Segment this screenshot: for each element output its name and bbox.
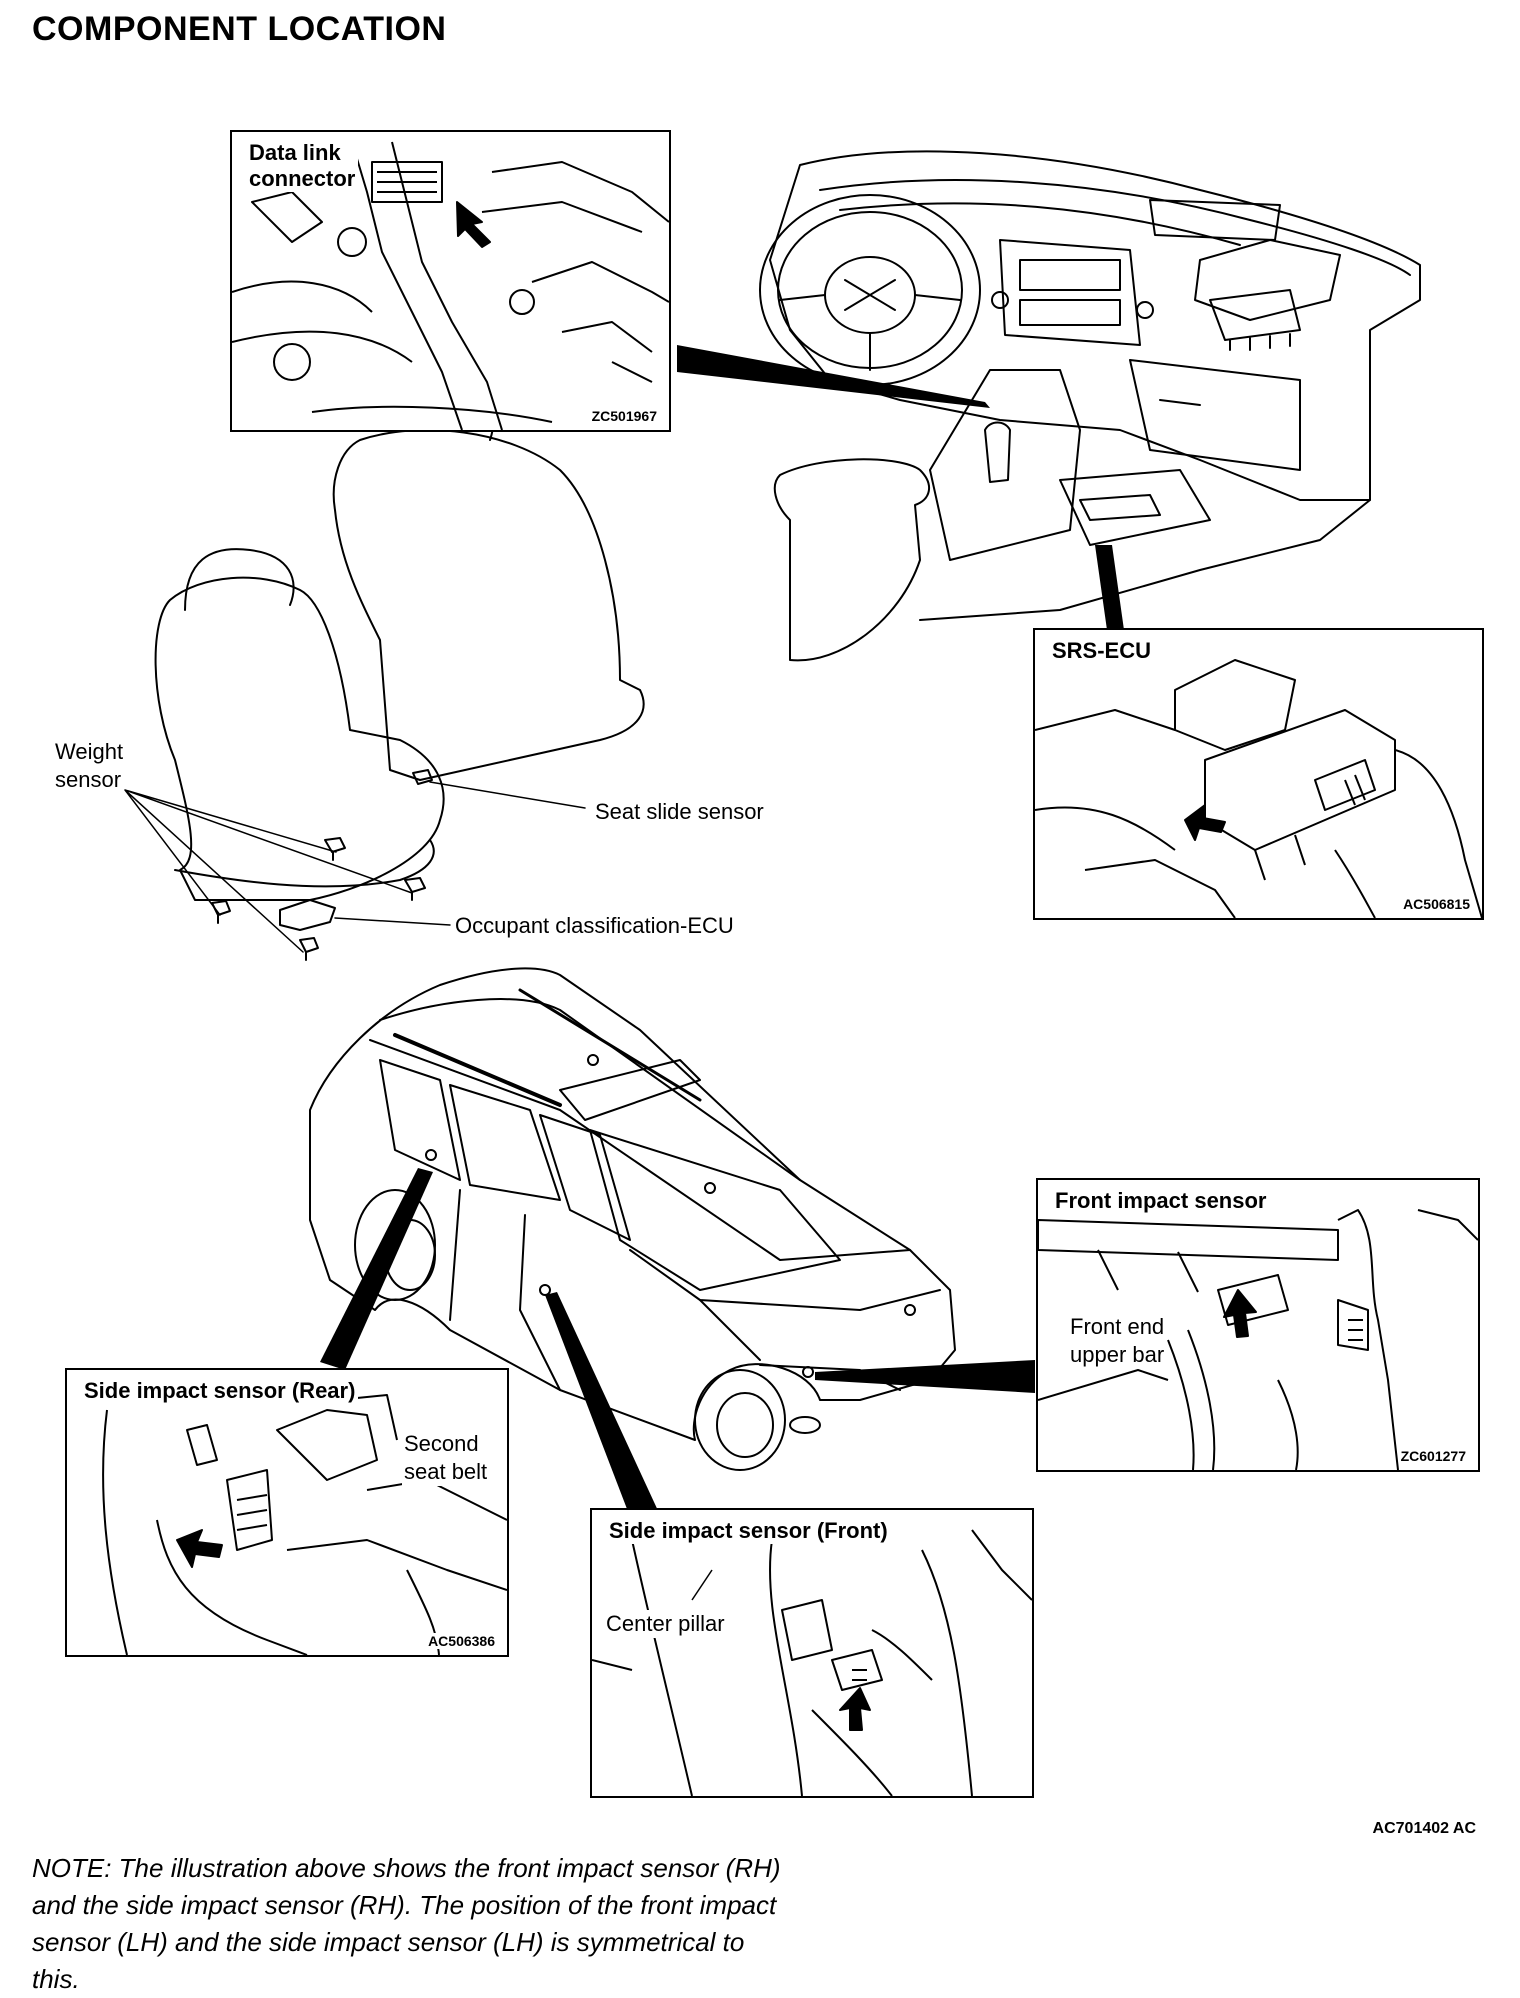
side-impact-sensor-front-detail: [592, 1529, 1032, 1796]
front-impact-sensor-code: ZC601277: [1398, 1448, 1468, 1464]
srs-ecu-detail: [1035, 659, 1482, 918]
srs-ecu-title: SRS-ECU: [1049, 638, 1155, 664]
note-text: NOTE: The illustration above shows the f…: [32, 1853, 781, 1994]
side-impact-sensor-rear-code: AC506386: [426, 1633, 497, 1649]
data-link-connector-detail: [232, 141, 669, 430]
front-impact-sensor-inset: Front impact sensor Front end upper bar …: [1036, 1178, 1480, 1472]
dashboard-illustration: [759, 150, 1421, 662]
srs-ecu-code: AC506815: [1401, 896, 1472, 912]
leader-wedges: [320, 345, 1124, 1522]
dlc-title: Data link connector: [246, 140, 359, 192]
seats-illustration: [124, 373, 645, 961]
srs-ecu-inset: SRS-ECU AC506815: [1033, 628, 1484, 920]
side-impact-sensor-front-title: Side impact sensor (Front): [606, 1518, 891, 1544]
side-impact-sensor-rear-detail: [102, 1394, 507, 1655]
side-impact-sensor-rear-title: Side impact sensor (Rear): [81, 1378, 359, 1404]
seat-slide-sensor-label: Seat slide sensor: [595, 799, 764, 824]
front-end-upper-bar-label: Front end upper bar: [1068, 1313, 1167, 1369]
page-title: COMPONENT LOCATION: [32, 10, 447, 48]
side-impact-sensor-front-inset: Side impact sensor (Front) Center pillar: [590, 1508, 1034, 1798]
figure-code: AC701402 AC: [1372, 1820, 1476, 1837]
weight-sensor-label: Weight sensor: [55, 739, 124, 792]
second-seat-belt-label: Second seat belt: [402, 1430, 490, 1486]
dlc-code: ZC501967: [589, 408, 659, 424]
center-pillar-label: Center pillar: [604, 1610, 727, 1638]
front-impact-sensor-detail: [1038, 1209, 1478, 1470]
vehicle-illustration: [309, 967, 956, 1471]
data-link-connector-inset: Data link connector ZC501967: [230, 130, 671, 432]
occupant-classification-ecu-label: Occupant classification-ECU: [455, 913, 734, 938]
side-impact-sensor-rear-inset: Side impact sensor (Rear) Second seat be…: [65, 1368, 509, 1657]
front-impact-sensor-title: Front impact sensor: [1052, 1188, 1270, 1214]
